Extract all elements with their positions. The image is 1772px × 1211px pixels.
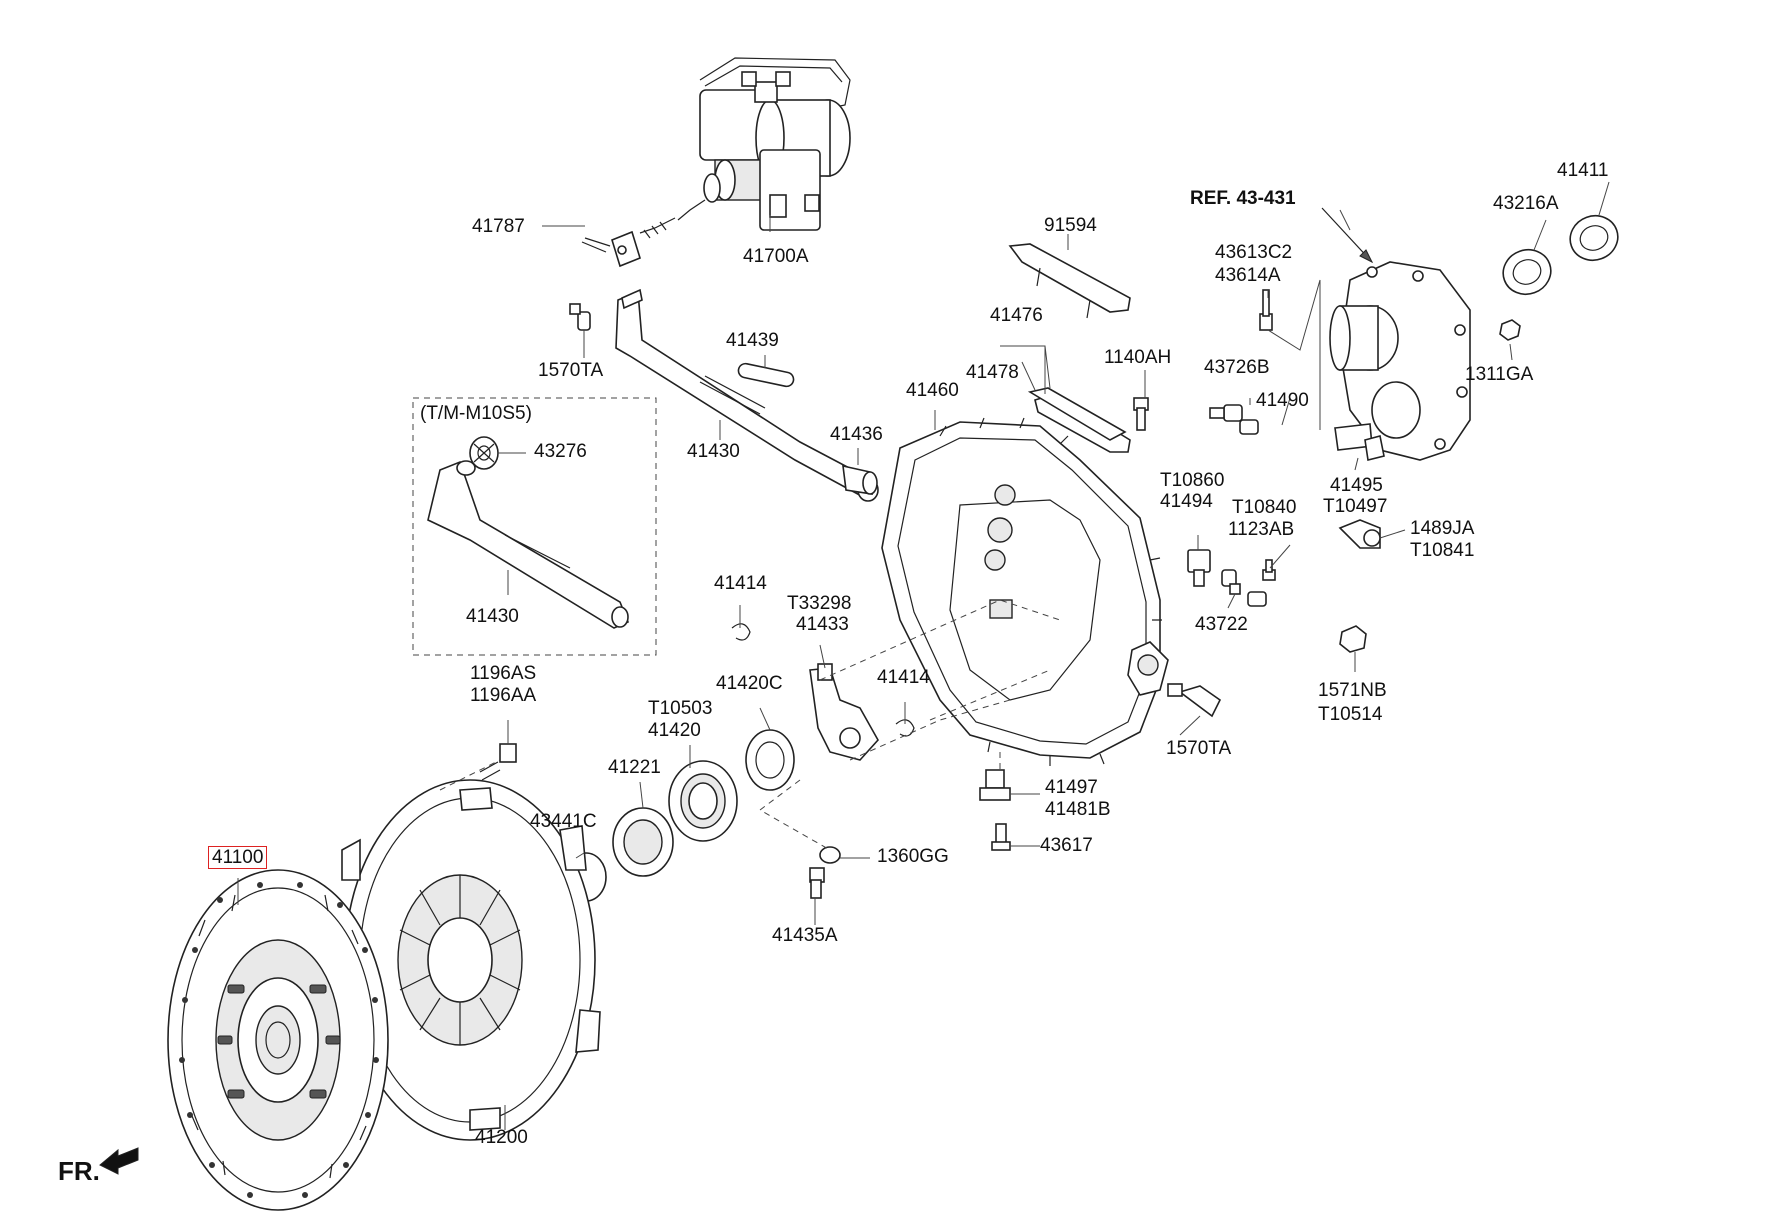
clutch-booster-41700A[interactable] <box>639 57 851 239</box>
front-marker: FR. <box>58 1156 100 1186</box>
part-label-1123AB[interactable]: 1123AB <box>1228 519 1295 540</box>
bracket-41495[interactable] <box>1364 435 1385 461</box>
part-label-41221[interactable]: 41221 <box>608 757 661 778</box>
part-label-T10514[interactable]: T10514 <box>1318 704 1383 725</box>
part-label-1489JA[interactable]: 1489JA <box>1410 518 1475 539</box>
switch-41494[interactable] <box>1187 549 1211 587</box>
part-label-41490[interactable]: 41490 <box>1256 390 1309 411</box>
bolt-41435A[interactable] <box>809 867 825 899</box>
bolt-1140AH[interactable] <box>1133 397 1149 431</box>
key-41439[interactable] <box>737 362 795 388</box>
release-shaft-41430[interactable] <box>615 288 879 502</box>
part-label-T10841[interactable]: T10841 <box>1410 540 1475 561</box>
part-label-41435A[interactable]: 41435A <box>772 925 838 946</box>
fitting-43726B[interactable] <box>1209 404 1243 422</box>
part-label-41497[interactable]: 41497 <box>1045 777 1098 798</box>
part-label-41478[interactable]: 41478 <box>966 362 1019 383</box>
bearing-43216A[interactable] <box>1497 243 1557 301</box>
part-label-41494[interactable]: 41494 <box>1160 491 1213 512</box>
part-label-43441C[interactable]: 43441C <box>530 811 597 832</box>
part-label-41200[interactable]: 41200 <box>475 1127 528 1148</box>
part-label-43216A[interactable]: 43216A <box>1493 193 1559 214</box>
clutch-cover-41200[interactable] <box>339 779 601 1141</box>
grease-nipple-1570TA-right[interactable] <box>1167 683 1222 718</box>
spring-91594[interactable] <box>1008 243 1131 319</box>
grease-nipple-1570TA[interactable] <box>569 303 591 331</box>
transmission-cover-ref-43-431[interactable] <box>1329 261 1471 461</box>
plate-41476-41478[interactable] <box>1027 387 1131 453</box>
bolt-41497[interactable] <box>979 769 1011 801</box>
part-label-T10860[interactable]: T10860 <box>1160 470 1225 491</box>
part-label-41411[interactable]: 41411 <box>1557 160 1609 181</box>
hose-41490[interactable] <box>1239 419 1313 613</box>
part-label-41433[interactable]: 41433 <box>796 614 849 635</box>
part-label-41436[interactable]: 41436 <box>830 424 883 445</box>
clamp-1489JA[interactable] <box>1338 519 1381 549</box>
ref-label[interactable]: REF. 43-431 <box>1190 188 1296 209</box>
ring-41420C[interactable] <box>745 729 795 791</box>
part-label-41495[interactable]: 41495 <box>1330 475 1383 496</box>
release-shaft-41430-variant[interactable] <box>427 460 630 629</box>
part-label-41476[interactable]: 41476 <box>990 305 1043 326</box>
part-label-43276[interactable]: 43276 <box>534 441 587 462</box>
part-label-91594[interactable]: 91594 <box>1044 215 1097 236</box>
bushing-41436[interactable] <box>842 464 878 495</box>
part-label-41430[interactable]: 41430 <box>687 441 740 462</box>
fitting-43722[interactable] <box>1221 569 1241 595</box>
part-label-41430-variant[interactable]: 41430 <box>466 606 519 627</box>
assembly-lines <box>439 599 1061 851</box>
part-label-1570TA[interactable]: 1570TA <box>538 360 604 381</box>
part-label-43614A[interactable]: 43614A <box>1215 265 1281 286</box>
part-label-1196AA[interactable]: 1196AA <box>470 685 537 706</box>
part-label-43726B[interactable]: 43726B <box>1204 357 1270 378</box>
bearing-41411[interactable] <box>1564 209 1624 267</box>
front-direction-arrow <box>99 1147 139 1175</box>
part-label-T10503[interactable]: T10503 <box>648 698 713 719</box>
bolt-1196AS[interactable] <box>479 743 517 781</box>
part-label-1196AS[interactable]: 1196AS <box>470 663 537 684</box>
part-label-41787[interactable]: 41787 <box>472 216 525 237</box>
part-label-T10840[interactable]: T10840 <box>1232 497 1297 518</box>
part-label-41481B[interactable]: 41481B <box>1045 799 1111 820</box>
clip-41414-upper[interactable] <box>731 623 751 641</box>
part-label-1360GG[interactable]: 1360GG <box>877 846 949 867</box>
plug-1571NB[interactable] <box>1339 625 1367 653</box>
part-label-41414-lower[interactable]: 41414 <box>877 667 930 688</box>
part-label-41414[interactable]: 41414 <box>714 573 767 594</box>
roller-43276[interactable] <box>469 436 499 470</box>
sleeve-41221[interactable] <box>612 807 674 877</box>
variant-box <box>412 397 657 656</box>
variant-box-label: (T/M-M10S5) <box>420 403 532 424</box>
clutch-housing-41460[interactable] <box>881 417 1169 766</box>
part-label-T33298[interactable]: T33298 <box>787 593 852 614</box>
ref-arrowhead <box>1359 249 1374 264</box>
part-label-1311GA[interactable]: 1311GA <box>1465 364 1534 385</box>
clutch-disc-41100[interactable] <box>167 869 389 1211</box>
part-label-T10497[interactable]: T10497 <box>1323 496 1388 517</box>
part-label-41420C[interactable]: 41420C <box>716 673 783 694</box>
part-label-1571NB[interactable]: 1571NB <box>1318 680 1387 701</box>
part-label-1570TA-right[interactable]: 1570TA <box>1166 738 1232 759</box>
bolt-43617[interactable] <box>991 823 1011 851</box>
leader-lines <box>237 181 1610 1130</box>
part-label-41420[interactable]: 41420 <box>648 720 701 741</box>
release-bearing-41420[interactable] <box>668 760 738 842</box>
release-fork-41433[interactable] <box>809 663 879 761</box>
part-label-43617[interactable]: 43617 <box>1040 835 1093 856</box>
bolt-43613C2[interactable] <box>1259 289 1273 331</box>
part-label-43722[interactable]: 43722 <box>1195 614 1248 635</box>
nut-1311GA[interactable] <box>1499 319 1521 341</box>
part-label-41700A[interactable]: 41700A <box>743 246 809 267</box>
part-label-41460[interactable]: 41460 <box>906 380 959 401</box>
washer-1360GG[interactable] <box>819 846 841 864</box>
part-label-41100-highlighted[interactable]: 41100 <box>208 846 268 869</box>
part-label-43613C2[interactable]: 43613C2 <box>1215 242 1293 263</box>
clevis-41787[interactable] <box>581 230 641 268</box>
part-label-41439[interactable]: 41439 <box>726 330 779 351</box>
part-label-1140AH[interactable]: 1140AH <box>1104 347 1172 368</box>
